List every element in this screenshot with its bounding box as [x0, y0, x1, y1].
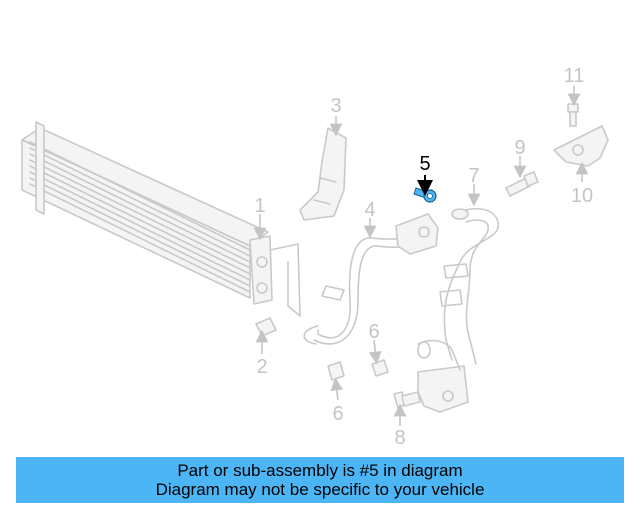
- callout-3: 3: [330, 95, 341, 117]
- callout-8: 8: [394, 427, 405, 449]
- callout-1: 1: [254, 195, 265, 217]
- parts-diagram: 1 2 3 4 5 6 6 7 8 9 10 11: [21, 65, 609, 449]
- callout-9: 9: [514, 137, 525, 159]
- callout-11: 11: [564, 65, 585, 87]
- callout-10: 10: [571, 185, 593, 207]
- callout-6a: 6: [368, 321, 379, 343]
- bolt-2-part: [255, 317, 277, 337]
- bracket-part: [299, 127, 347, 221]
- hose-part: [417, 207, 499, 413]
- bolt-11-part: [567, 103, 579, 127]
- info-banner: Part or sub-assembly is #5 in diagram Di…: [16, 457, 624, 503]
- bolt-6-part-a: [371, 359, 389, 377]
- callout-6b: 6: [332, 403, 343, 425]
- callout-2: 2: [256, 356, 267, 378]
- banner-line-disclaimer: Diagram may not be specific to your vehi…: [155, 480, 485, 499]
- bolt-8-part: [393, 391, 421, 409]
- cooler-line-part: [303, 213, 439, 345]
- callout-4: 4: [364, 199, 375, 221]
- banner-line-part-number: Part or sub-assembly is #5 in diagram: [177, 461, 463, 480]
- callout-5: 5: [419, 153, 430, 175]
- cooler-core-part: [21, 121, 301, 317]
- highlighted-part-5: [413, 187, 437, 203]
- bracket-10-part: [553, 125, 609, 167]
- callout-7: 7: [468, 165, 479, 187]
- bolt-6-part-b: [327, 361, 345, 381]
- bolt-9-part: [505, 171, 539, 197]
